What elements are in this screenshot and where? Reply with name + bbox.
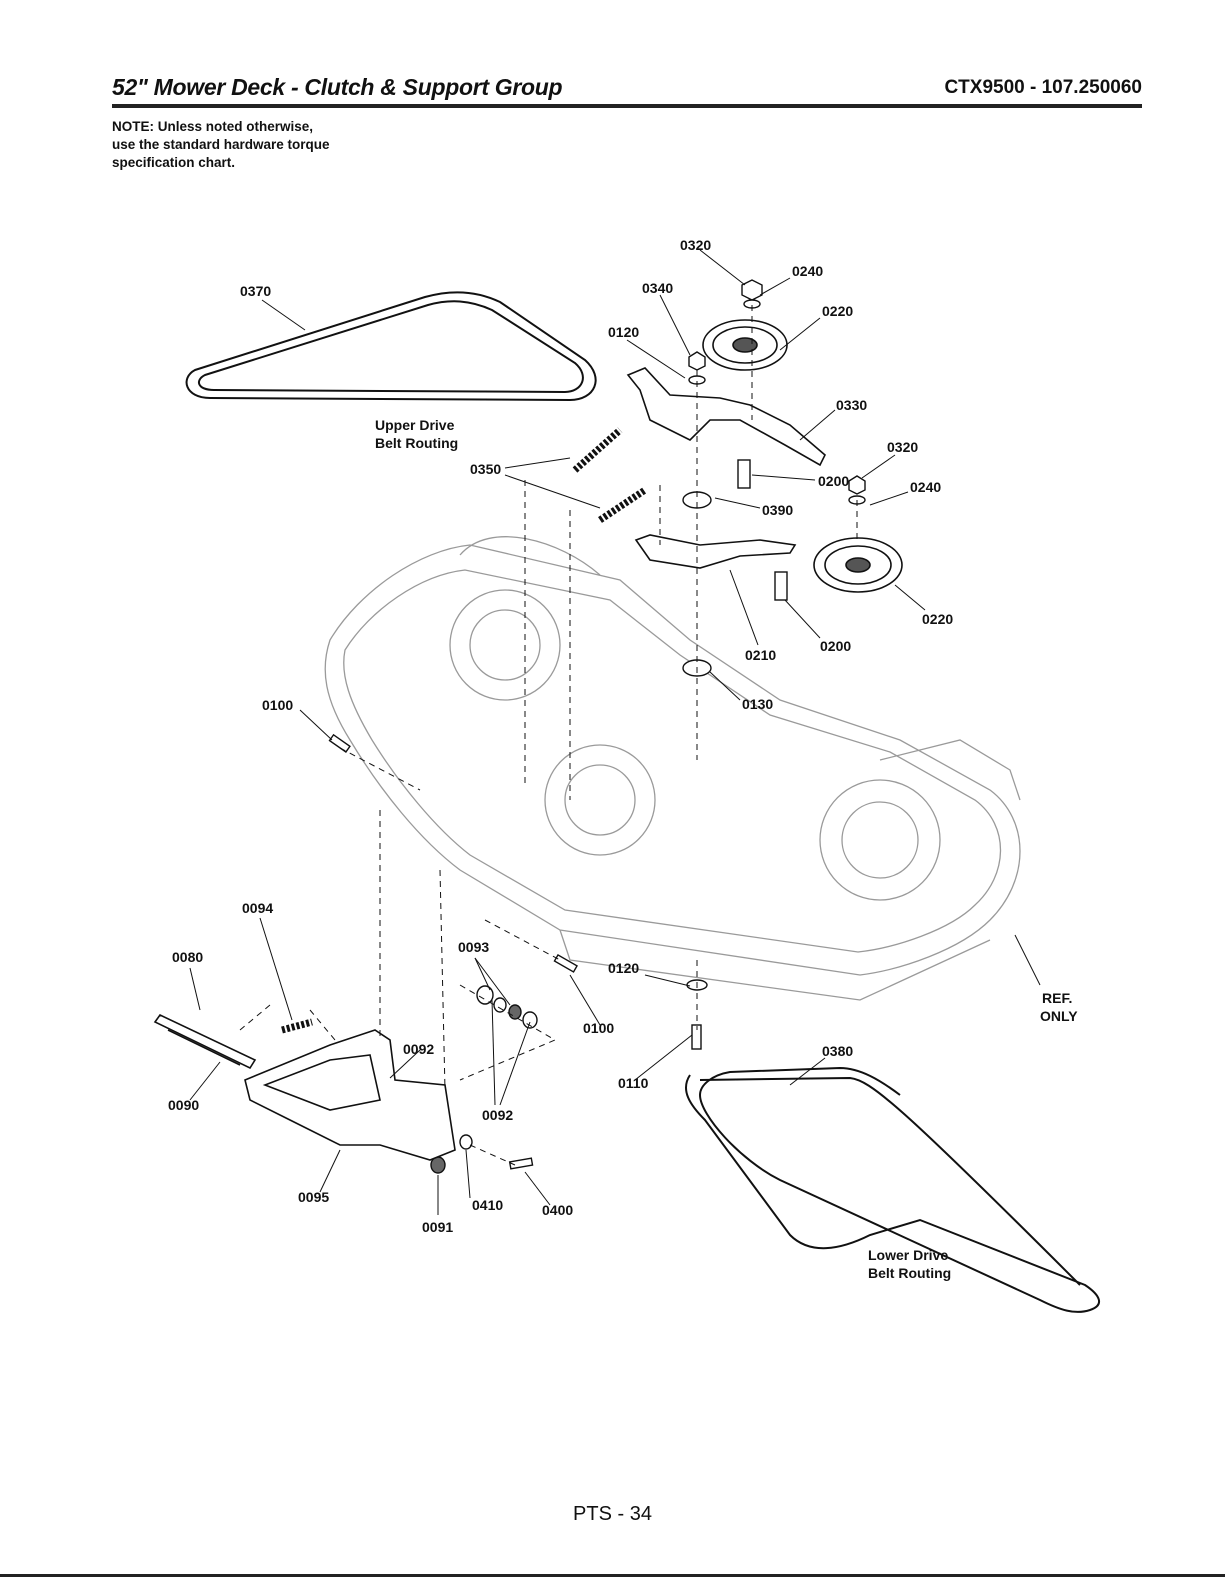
torque-note: NOTE: Unless noted otherwise, use the st… — [112, 118, 432, 172]
note-line-3: specification chart. — [112, 155, 236, 170]
pivot-bracket — [244, 1029, 456, 1161]
callout-label: 0091 — [422, 1219, 453, 1235]
header-rule — [112, 104, 1142, 108]
callout-label: 0410 — [472, 1197, 503, 1213]
callout-label: 0220 — [822, 303, 853, 319]
lower-drive-belt — [685, 1066, 1100, 1313]
callout-label: 0093 — [458, 939, 489, 955]
hardware-parts — [328, 279, 866, 1174]
callout-label: 0094 — [242, 900, 273, 916]
model-number: CTX9500 - 107.250060 — [944, 77, 1142, 98]
idler-bracket-lower — [634, 534, 797, 569]
callout-label: 0240 — [792, 263, 823, 279]
callout-label: 0220 — [922, 611, 953, 627]
callout-label: 0200 — [818, 473, 849, 489]
callout-label: 0130 — [742, 696, 773, 712]
note-line-2: use the standard hardware torque — [112, 137, 330, 152]
belt-routing-labels: Upper Drive Belt Routing Lower Drive Bel… — [375, 417, 1078, 1281]
callout-label: 0110 — [618, 1075, 649, 1091]
callout-label: 0380 — [822, 1043, 853, 1059]
callout-label: 0080 — [172, 949, 203, 965]
upper-belt-label-line1: Upper Drive — [375, 417, 455, 433]
lower-belt-label-line2: Belt Routing — [868, 1265, 951, 1281]
callout-label: 0100 — [583, 1020, 614, 1036]
footer-rule — [0, 1574, 1225, 1577]
pivot-shaft — [153, 1013, 257, 1070]
callout-label: 0095 — [298, 1189, 329, 1205]
callout-label: 0240 — [910, 479, 941, 495]
callout-label: 0330 — [836, 397, 867, 413]
callout-label: 0210 — [745, 647, 776, 663]
idler-pulley-upper — [702, 319, 788, 371]
ref-only-line1: REF. — [1042, 990, 1072, 1006]
callout-label: 0320 — [887, 439, 918, 455]
callout-label: 0390 — [762, 502, 793, 518]
callout-label: 0370 — [240, 283, 271, 299]
page-title: 52" Mower Deck - Clutch & Support Group — [112, 74, 563, 100]
upper-belt-label-line2: Belt Routing — [375, 435, 458, 451]
callout-label: 0092 — [403, 1041, 434, 1057]
callout-label: 0200 — [820, 638, 851, 654]
callout-label: 0100 — [262, 697, 293, 713]
callout-label: 0092 — [482, 1107, 513, 1123]
mower-deck-outline — [324, 536, 1021, 1001]
callout-label: 0400 — [542, 1202, 573, 1218]
springs — [281, 427, 647, 1034]
note-line-1: NOTE: Unless noted otherwise, — [112, 119, 314, 134]
callout-label: 0340 — [642, 280, 673, 296]
upper-drive-belt — [185, 291, 597, 402]
idler-pulley-lower — [813, 537, 903, 593]
leader-lines — [189, 249, 1041, 1215]
callout-labels: 0320 0240 0370 0340 0220 0120 0330 0320 … — [168, 237, 953, 1235]
callout-label: 0120 — [608, 324, 639, 340]
page-number: PTS - 34 — [573, 1503, 652, 1525]
lower-belt-label-line1: Lower Drive — [868, 1247, 948, 1263]
ref-only-line2: ONLY — [1040, 1008, 1078, 1024]
callout-label: 0320 — [680, 237, 711, 253]
callout-label: 0350 — [470, 461, 501, 477]
callout-label: 0090 — [168, 1097, 199, 1113]
callout-label: 0120 — [608, 960, 639, 976]
idler-bracket-upper — [626, 367, 826, 467]
page-header: 52" Mower Deck - Clutch & Support Group … — [112, 74, 1142, 106]
